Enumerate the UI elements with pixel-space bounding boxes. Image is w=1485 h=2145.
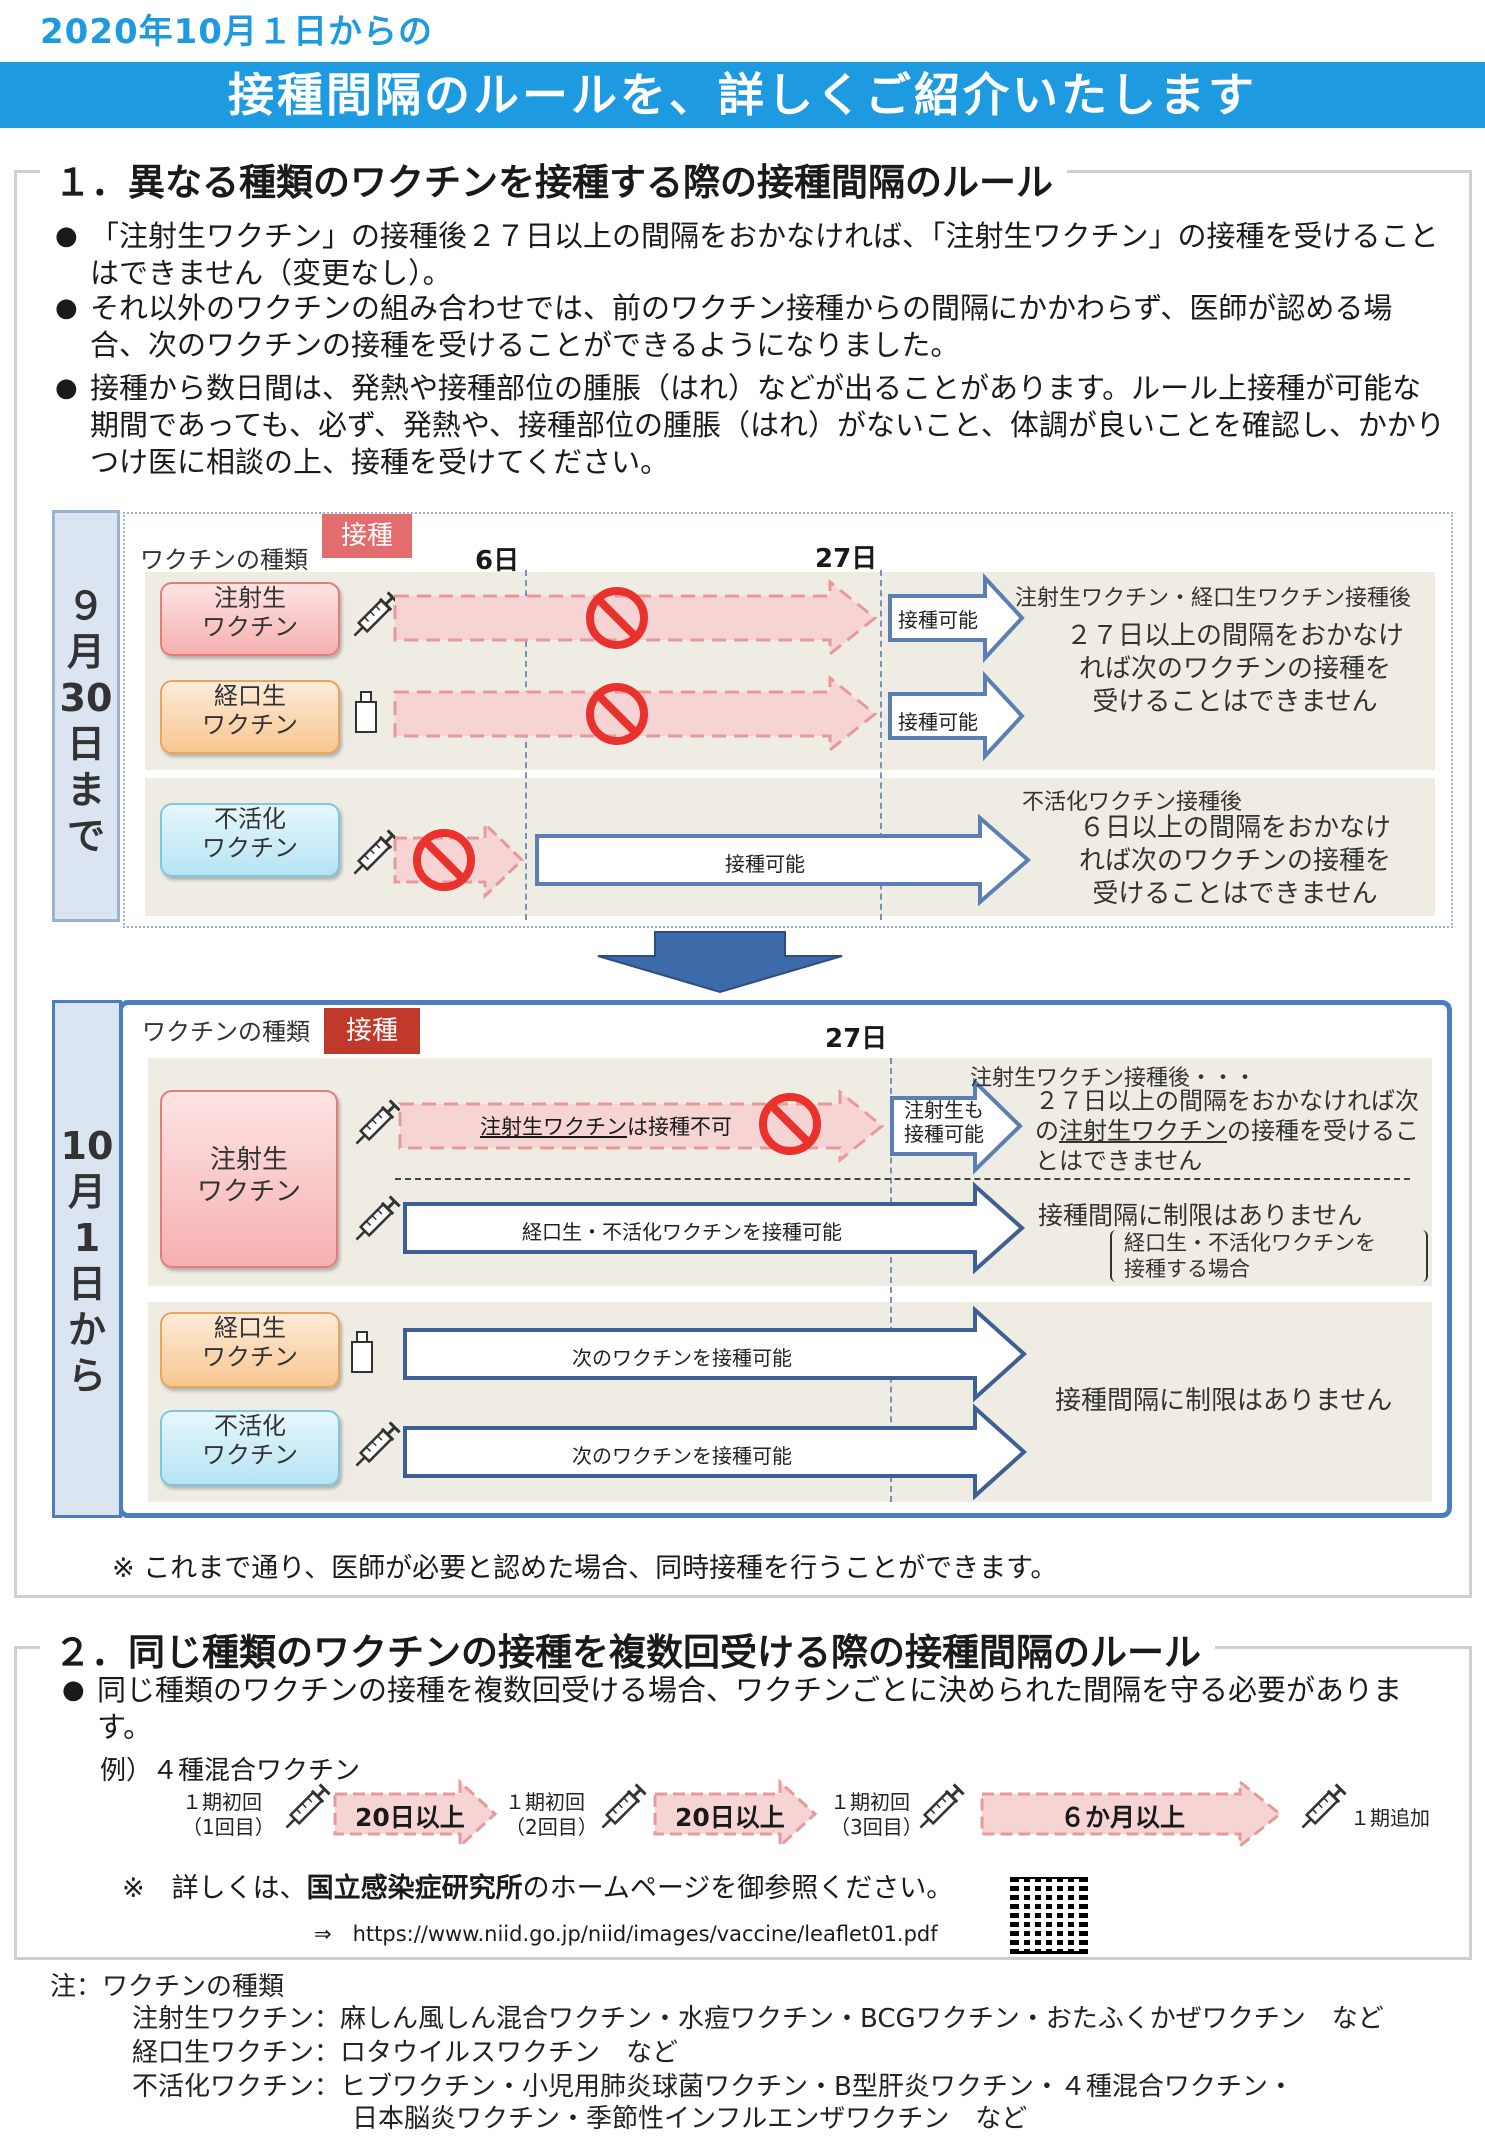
- after-inac-vaccine: 不活化ワクチン: [160, 1410, 340, 1486]
- footer-row-2: 経口生ワクチン：ロタウイルスワクチン など: [132, 2038, 679, 2068]
- before-possible-1: 接種可能: [898, 608, 978, 632]
- after-type-label: ワクチンの種類: [142, 1018, 310, 1046]
- section1-title: １．異なる種類のワクチンを接種する際の接種間隔のルール: [40, 152, 1067, 206]
- section1-footnote: ※ これまで通り、医師が必要と認めた場合、同時接種を行うことができます。: [112, 1553, 1058, 1584]
- after-tag: 接種: [324, 1008, 420, 1054]
- after-inac-next-arrow: [403, 1403, 1027, 1501]
- footer-row-4: 日本脳炎ワクチン・季節性インフルエンザワクチン など: [352, 2104, 1028, 2134]
- step-1: １期初回（1回目）: [182, 1790, 275, 1839]
- step-3: １期初回（3回目）: [830, 1790, 923, 1839]
- after-divider: [395, 1178, 1410, 1180]
- before-frame: [123, 512, 1453, 928]
- before-inj-blocked-arrow: [393, 578, 878, 658]
- before-possible-3: 接種可能: [725, 852, 805, 876]
- before-inj-vaccine: 注射生ワクチン: [160, 582, 340, 656]
- section2-example: 例）４種混合ワクチン: [100, 1756, 361, 1786]
- footer-row-1: 注射生ワクチン：麻しん風しん混合ワクチン・水痘ワクチン・BCGワクチン・おたふく…: [132, 2004, 1384, 2034]
- step-2: １期初回（2回目）: [505, 1790, 598, 1839]
- after-day27: 27日: [825, 1024, 888, 1054]
- after-inj-not-allowed: 注射生ワクチンは接種不可: [480, 1115, 732, 1139]
- before-inac-note: ６日以上の間隔をおかなければ次のワクチンの接種を受けることはできません: [1078, 813, 1391, 909]
- after-note-head: 注射生ワクチン接種後・・・: [970, 1066, 1257, 1091]
- interval-arrow-3: [980, 1778, 1283, 1850]
- qr-code: [1010, 1876, 1088, 1954]
- after-no-limit-2: 接種間隔に制限はありません: [1055, 1386, 1393, 1416]
- syringe-icon: [913, 1782, 966, 1835]
- syringe-icon: [1295, 1782, 1348, 1835]
- page-title: 接種間隔のルールを、詳しくご紹介いたします: [0, 62, 1485, 128]
- before-day27: 27日: [815, 544, 878, 574]
- after-oral-next-arrow: [403, 1305, 1027, 1403]
- syringe-icon: [595, 1782, 648, 1835]
- before-line27: [880, 570, 882, 920]
- after-oral-vaccine: 経口生ワクチン: [160, 1312, 340, 1388]
- before-possible-2: 接種可能: [898, 710, 978, 734]
- after-oral-next: 次のワクチンを接種可能: [572, 1346, 792, 1370]
- before-inj-ok-arrow: [888, 572, 1025, 664]
- after-line27: [890, 1058, 892, 1502]
- interval-2: 20日以上: [675, 1803, 785, 1832]
- date-heading: 2020年10月１日からの: [40, 12, 433, 52]
- before-inac-note-head: 不活化ワクチン接種後: [1022, 790, 1243, 815]
- after-oral-inac-ok: 経口生・不活化ワクチンを接種可能: [522, 1220, 842, 1244]
- after-inj-blocked-arrow: [398, 1088, 885, 1164]
- bullet-2: ●それ以外のワクチンの組み合わせでは、前のワクチン接種からの間隔にかかわらず、医…: [55, 291, 1393, 362]
- after-inac-next: 次のワクチンを接種可能: [572, 1444, 792, 1468]
- after-inj-vaccine: 注射生ワクチン: [160, 1090, 338, 1268]
- bullet-3: ●接種から数日間は、発熱や接種部位の腫脹（はれ）などが出ることがあります。ルール…: [55, 371, 1445, 479]
- bullet-1: ●「注射生ワクチン」の接種後２７日以上の間隔をおかなければ、「注射生ワクチン」の…: [55, 219, 1439, 290]
- schedule-arrows: [279, 1778, 1348, 1850]
- after-no-limit-1: 接種間隔に制限はありません: [1038, 1201, 1363, 1230]
- before-live-note-head: 注射生ワクチン・経口生ワクチン接種後: [1015, 586, 1412, 611]
- before-line6: [525, 570, 527, 920]
- before-oral-ok-arrow: [888, 670, 1025, 762]
- transition-arrow: [597, 931, 843, 994]
- interval-1: 20日以上: [355, 1803, 465, 1832]
- after-bracket-note: 経口生・不活化ワクチンを接種する場合: [1110, 1230, 1428, 1282]
- before-live-note: ２７日以上の間隔をおかなければ次のワクチンの接種を受けることはできません: [1065, 621, 1404, 717]
- interval-arrow-2: [653, 1778, 818, 1850]
- interval-3: ６か月以上: [1060, 1803, 1186, 1832]
- before-inac-vaccine: 不活化ワクチン: [160, 803, 340, 877]
- after-arrows: [349, 1077, 1027, 1501]
- before-oral-blocked-arrow: [393, 674, 878, 754]
- after-inj-note: ２７日以上の間隔をおかなければ次 の注射生ワクチンの接種を受けるこ とはできませ…: [1035, 1087, 1419, 1175]
- after-oral-inac-ok-arrow: [403, 1181, 1026, 1275]
- footer-title: 注：ワクチンの種類: [50, 1972, 285, 2002]
- step-4: １期追加: [1350, 1806, 1430, 1830]
- footer-row-3: 不活化ワクチン：ヒブワクチン・小児用肺炎球菌ワクチン・B型肝炎ワクチン・４種混合…: [132, 2072, 1294, 2102]
- section2-bullet: ●同じ種類のワクチンの接種を複数回受ける場合、ワクチンごとに決められた間隔を守る…: [62, 1673, 1403, 1744]
- before-day6: 6日: [475, 546, 520, 576]
- before-tag: 接種: [322, 514, 412, 558]
- before-oral-vaccine: 経口生ワクチン: [160, 680, 340, 754]
- section2-title: ２．同じ種類のワクチンの接種を複数回受ける際の接種間隔のルール: [40, 1622, 1215, 1676]
- before-arrows: [347, 572, 1032, 994]
- after-inj-ok-arrow: [890, 1077, 1023, 1175]
- before-type-label: ワクチンの種類: [140, 546, 308, 574]
- syringe-icon: [279, 1782, 332, 1835]
- interval-arrow-1: [333, 1778, 498, 1850]
- reference-text: ※ 詳しくは、国立感染症研究所のホームページを御参照ください。: [122, 1873, 954, 1904]
- url-line[interactable]: ⇒ https://www.niid.go.jp/niid/images/vac…: [314, 1922, 938, 1946]
- after-inj-ok: 注射生も接種可能: [904, 1098, 984, 1146]
- before-inac-ok-arrow: [535, 813, 1032, 907]
